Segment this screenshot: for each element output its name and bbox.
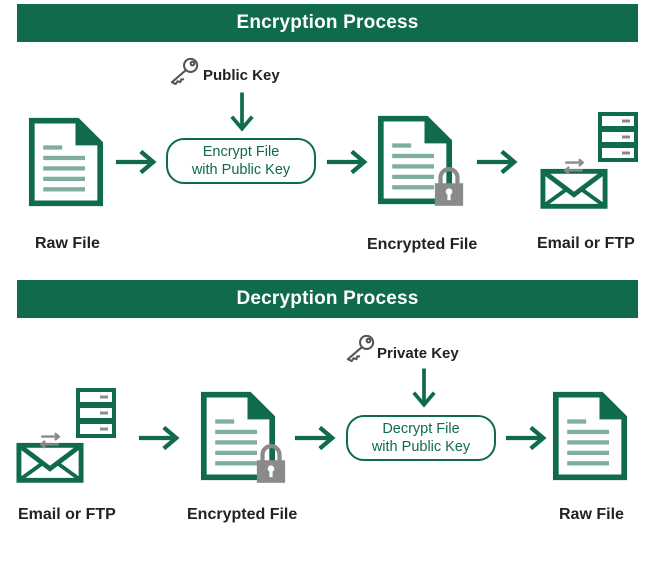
lock-icon	[433, 167, 465, 207]
email-ftp-label: Email or FTP	[18, 506, 116, 523]
raw-file-label: Raw File	[35, 235, 100, 252]
arrow-icon	[137, 424, 181, 452]
arrow-icon	[325, 148, 369, 176]
email-ftp-label: Email or FTP	[537, 235, 635, 252]
down-arrow-icon	[229, 90, 255, 134]
arrow-icon	[293, 424, 337, 452]
private-key-label: Private Key	[377, 345, 459, 362]
encrypted-file-label: Encrypted File	[367, 236, 478, 253]
encrypt-file-step: Encrypt File with Public Key	[166, 138, 316, 184]
key-icon	[168, 57, 202, 85]
decrypt-step-line1: Decrypt File	[382, 421, 460, 437]
decryption-title: Decryption Process	[17, 280, 638, 318]
public-key-label: Public Key	[203, 67, 280, 84]
encrypt-step-line2: with Public Key	[191, 162, 291, 178]
encryption-title: Encryption Process	[17, 4, 638, 42]
encrypted-file-label: Encrypted File	[187, 506, 298, 523]
key-icon	[344, 334, 378, 362]
arrow-icon	[475, 148, 519, 176]
arrow-icon	[114, 148, 158, 176]
lock-icon	[255, 444, 287, 484]
down-arrow-icon	[411, 366, 437, 410]
decrypt-step-line2: with Public Key	[371, 439, 471, 455]
raw-file-document-icon	[552, 390, 628, 482]
envelope-icon	[16, 430, 84, 484]
raw-file-label: Raw File	[559, 506, 624, 523]
server-icon	[598, 112, 638, 162]
raw-file-document-icon	[28, 116, 104, 208]
arrow-icon	[504, 424, 548, 452]
encrypt-step-line1: Encrypt File	[202, 144, 280, 160]
envelope-icon	[540, 156, 608, 210]
decrypt-file-step: Decrypt File with Public Key	[346, 415, 496, 461]
